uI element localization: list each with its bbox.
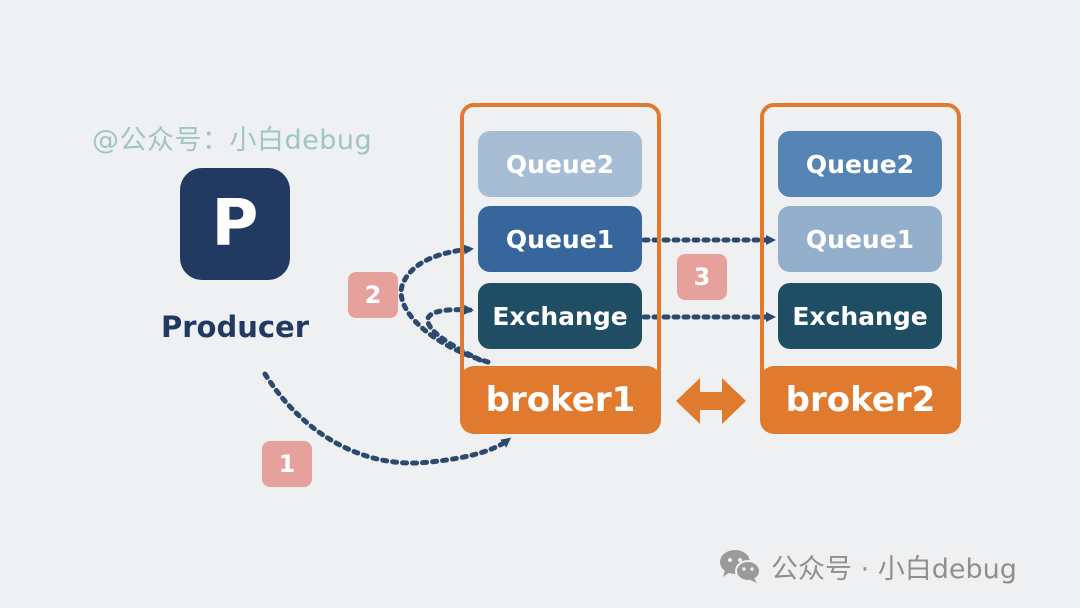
wechat-icon (720, 550, 761, 583)
arrow-producer-to-broker1 (262, 371, 512, 466)
broker2-exchange: Exchange (778, 283, 942, 349)
broker2-queue2: Queue2 (778, 131, 942, 197)
broker2-label: broker2 (760, 366, 961, 434)
double-arrow-brokers (676, 378, 746, 424)
step-badge-3: 3 (677, 254, 727, 300)
step-badge-2: 2 (348, 272, 398, 318)
step-badge-1: 1 (262, 441, 312, 487)
watermark-top: @公众号：小白debug (92, 125, 373, 156)
arrow-broker1-to-queue1 (398, 244, 491, 365)
arrow-broker1-to-exchange (425, 304, 483, 363)
broker2-queue1: Queue1 (778, 206, 942, 272)
broker1-label: broker1 (460, 366, 661, 434)
broker1-exchange: Exchange (478, 283, 642, 349)
broker1-queue1: Queue1 (478, 206, 642, 272)
producer-icon: P (180, 168, 290, 280)
broker1-queue2: Queue2 (478, 131, 642, 197)
producer-label: Producer (160, 310, 310, 344)
producer-icon-letter: P (211, 187, 259, 261)
footer-watermark: 公众号 · 小白debug (719, 548, 1017, 585)
footer-text: 公众号 · 小白debug (771, 553, 1017, 585)
